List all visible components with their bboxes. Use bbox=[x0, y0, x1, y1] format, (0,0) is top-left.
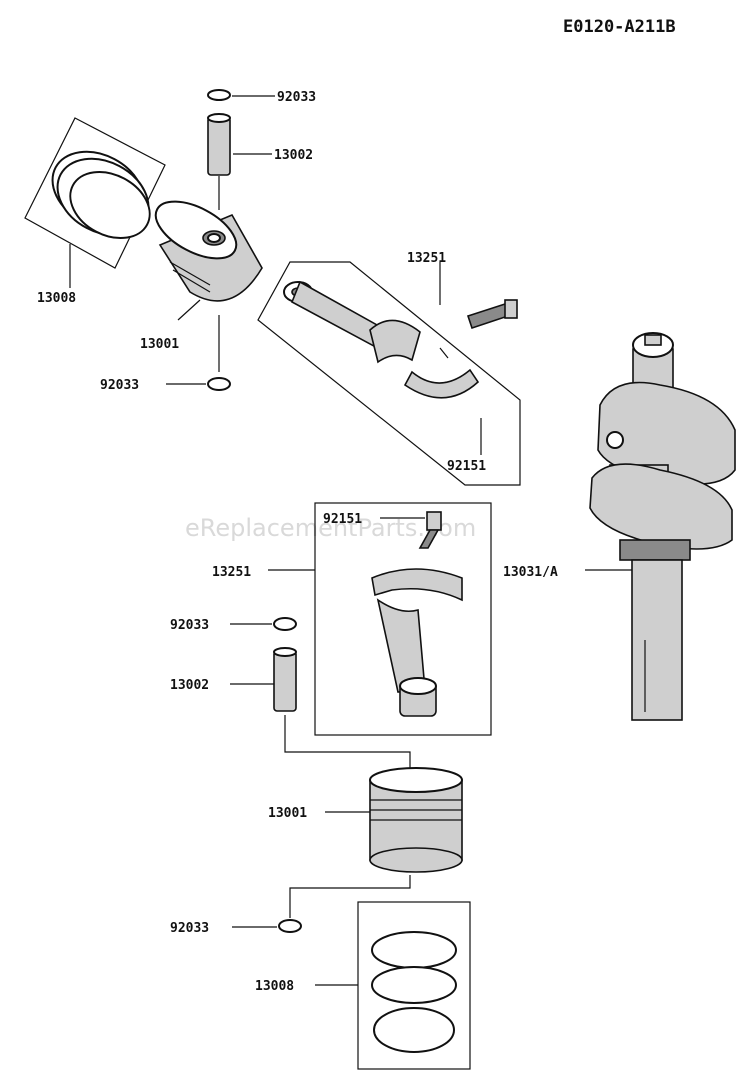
snap-ring-top[interactable] bbox=[207, 89, 231, 101]
diagram-code: E0120-A211B bbox=[563, 17, 676, 37]
bolt-mid[interactable] bbox=[418, 511, 442, 549]
conrod-mid[interactable] bbox=[314, 502, 492, 736]
label-pin-low: 13002 bbox=[170, 678, 209, 693]
label-bolt-mid: 92151 bbox=[323, 512, 362, 527]
label-conrod-mid: 13251 bbox=[212, 565, 251, 580]
snap-ring-low[interactable] bbox=[273, 617, 297, 631]
label-snap-ring-mid: 92033 bbox=[100, 378, 139, 393]
label-conrod-top: 13251 bbox=[407, 251, 446, 266]
label-ring-set-bottom: 13008 bbox=[255, 979, 294, 994]
label-bolt-top: 92151 bbox=[447, 459, 486, 474]
label-ring-set-top: 13008 bbox=[37, 291, 76, 306]
label-snap-ring-low: 92033 bbox=[170, 618, 209, 633]
piston-pin-low[interactable] bbox=[273, 647, 297, 712]
label-snap-ring-top: 92033 bbox=[277, 90, 316, 105]
label-crankshaft: 13031/A bbox=[503, 565, 558, 580]
snap-ring-bottom[interactable] bbox=[278, 919, 302, 933]
piston-top[interactable] bbox=[147, 190, 263, 302]
label-pin-top: 13002 bbox=[274, 148, 313, 163]
label-piston-top: 13001 bbox=[140, 337, 179, 352]
piston-pin-top[interactable] bbox=[207, 113, 231, 176]
label-snap-ring-bottom: 92033 bbox=[170, 921, 209, 936]
ring-set-bottom[interactable] bbox=[357, 901, 471, 1070]
bolt-top[interactable] bbox=[466, 299, 518, 330]
conrod-top[interactable] bbox=[257, 261, 521, 486]
snap-ring-mid[interactable] bbox=[207, 377, 231, 391]
ring-set-top[interactable] bbox=[24, 117, 166, 269]
crankshaft[interactable] bbox=[589, 332, 736, 721]
piston-low[interactable] bbox=[369, 767, 463, 873]
label-piston-low: 13001 bbox=[268, 806, 307, 821]
